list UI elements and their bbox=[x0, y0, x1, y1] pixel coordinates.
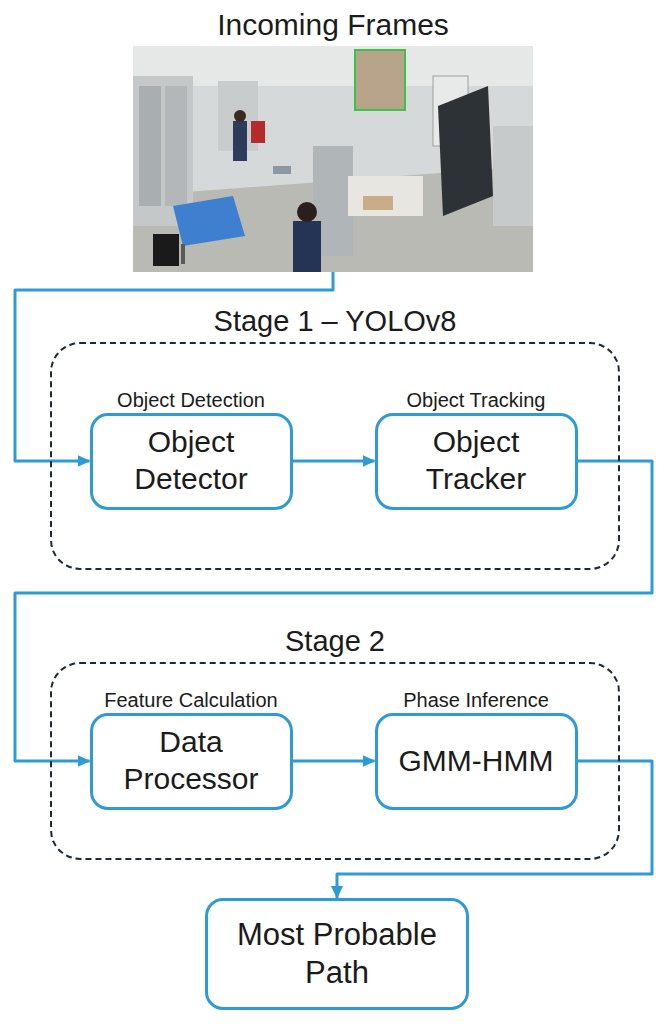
operating-room-image bbox=[133, 46, 533, 272]
process-box: Object DetectionObject Detector bbox=[90, 413, 293, 510]
box-heading: Object Tracking bbox=[407, 389, 546, 412]
box-label: Object Tracker bbox=[396, 424, 556, 497]
frame-title: Incoming Frames bbox=[217, 8, 449, 42]
box-label: Data Processor bbox=[111, 724, 271, 797]
box-label: GMM-HMM bbox=[399, 743, 554, 780]
stage-title: Stage 2 bbox=[285, 625, 385, 658]
box-label: Most Probable Path bbox=[219, 916, 455, 992]
box-heading: Feature Calculation bbox=[104, 689, 277, 712]
process-box: Feature CalculationData Processor bbox=[90, 713, 293, 810]
process-box: Phase InferenceGMM-HMM bbox=[375, 713, 578, 810]
stage-group: Stage 1 – YOLOv8Object DetectionObject D… bbox=[50, 342, 620, 570]
process-box: Object TrackingObject Tracker bbox=[375, 413, 578, 510]
box-heading: Phase Inference bbox=[403, 689, 549, 712]
stage-title: Stage 1 – YOLOv8 bbox=[214, 305, 457, 338]
video-frame: Incoming Frames bbox=[133, 46, 533, 272]
box-label: Object Detector bbox=[111, 424, 271, 497]
process-box: Most Probable Path bbox=[205, 898, 469, 1010]
stage-group: Stage 2Feature CalculationData Processor… bbox=[50, 662, 620, 860]
flow-arrow bbox=[293, 460, 375, 463]
box-heading: Object Detection bbox=[117, 389, 265, 412]
flow-arrow bbox=[293, 760, 375, 763]
